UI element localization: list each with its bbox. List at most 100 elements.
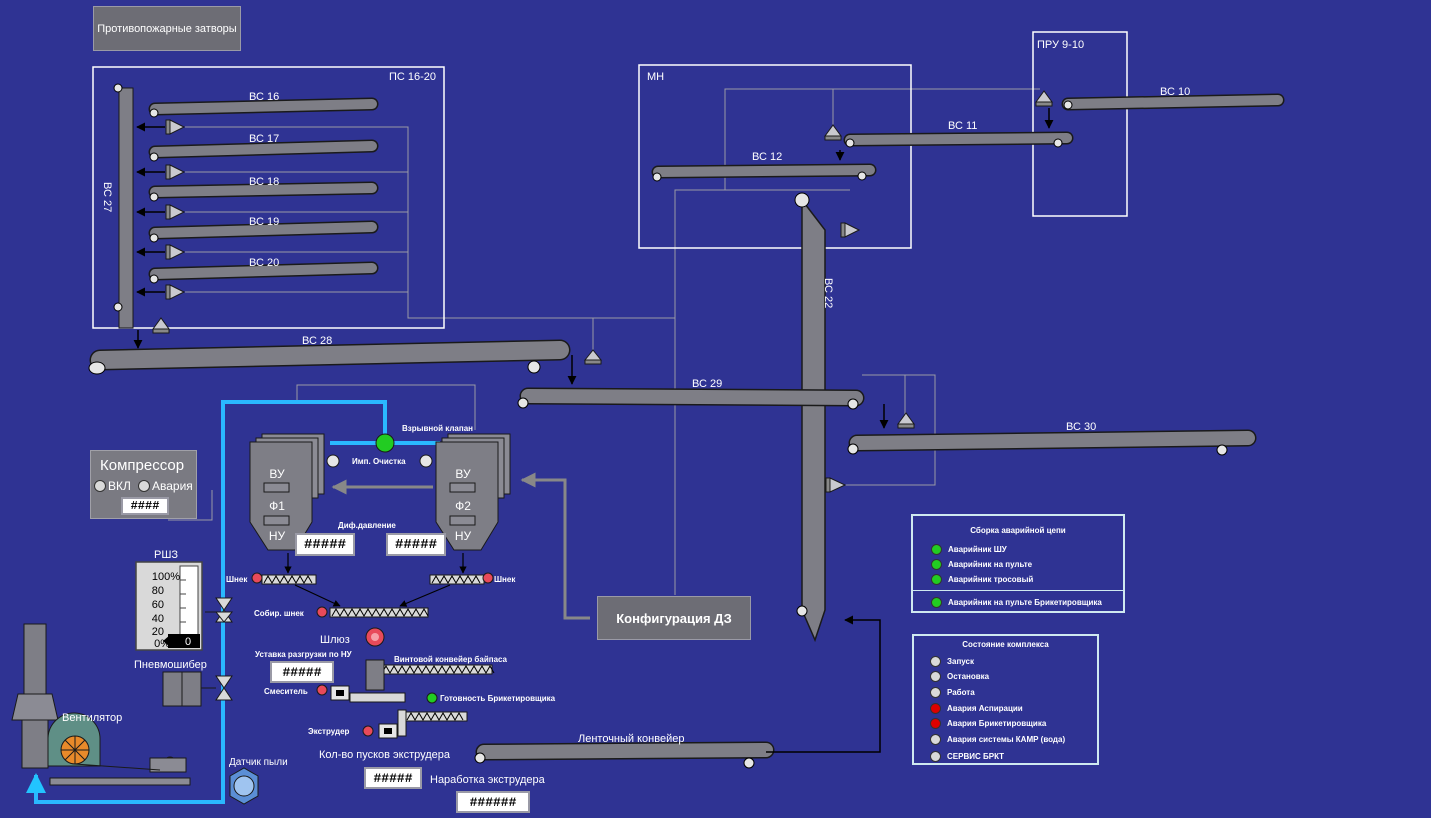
rsh-scale-100: 100%: [152, 571, 180, 583]
filter-f2-label: Ф2: [455, 499, 471, 513]
group-box-pru: [1032, 31, 1128, 217]
label-vs27: ВС 27: [101, 182, 113, 212]
state-panel: Состояние комплекса Запуск Остановка Раб…: [912, 634, 1099, 765]
explosion-valve-indicator: [375, 433, 395, 453]
starts-value: #####: [364, 767, 422, 789]
signal-lines: [168, 88, 1040, 595]
state-item: Остановка: [930, 671, 989, 682]
explosion-valve-label: Взрывной клапан: [402, 424, 473, 433]
state-item-label: Авария системы КАМР (вода): [947, 735, 1066, 744]
compressor-on-row: ВКЛ: [94, 479, 131, 493]
alarm-item-label: Аварийник на пульте: [948, 560, 1033, 569]
state-item: Авария системы КАМР (вода): [930, 734, 1065, 745]
state-item-label: Запуск: [947, 657, 974, 666]
filter-f1[interactable]: [249, 433, 325, 551]
fan-icon[interactable]: [11, 623, 191, 786]
pneumo-label: Пневмошибер: [134, 659, 207, 671]
conveyor-vs19[interactable]: [148, 220, 379, 243]
conveyor-vs28[interactable]: [88, 339, 571, 375]
config-dz-button[interactable]: Конфигурация ДЗ: [597, 596, 751, 640]
state-item: Авария Брикетировщика: [930, 718, 1046, 729]
valves[interactable]: [214, 597, 234, 701]
label-vs11: ВС 11: [948, 120, 977, 132]
pulse-clean-indicator-2: [419, 454, 433, 468]
state-item: Авария Аспирации: [930, 703, 1023, 714]
unload-setpoint-value[interactable]: #####: [270, 661, 334, 683]
compressor-title: Компрессор: [100, 457, 185, 474]
group-box-mn: [638, 64, 912, 249]
label-vs10: ВС 10: [1160, 86, 1190, 98]
fan-label: Вентилятор: [62, 712, 122, 724]
conveyor-vs16[interactable]: [148, 97, 379, 118]
alarm-indicator: [931, 544, 942, 555]
label-vs12: ВС 12: [752, 151, 782, 163]
conveyor-vs29[interactable]: [517, 387, 865, 410]
label-vs29: ВС 29: [692, 378, 722, 390]
conveyor-vs17[interactable]: [148, 139, 379, 162]
state-title: Состояние комплекса: [962, 640, 1049, 649]
label-vs22: ВС 22: [822, 278, 834, 308]
state-indicator: [930, 734, 941, 745]
conveyor-vs10[interactable]: [1061, 93, 1285, 111]
label-vs19: ВС 19: [249, 216, 279, 228]
state-indicator: [930, 656, 941, 667]
unload-setpoint-label: Уставка разгрузки по НУ: [255, 650, 353, 659]
rsh-title: РШЗ: [154, 549, 178, 561]
lock-icon[interactable]: [330, 627, 407, 739]
fire-gates-button[interactable]: Противопожарные затворы: [93, 6, 241, 51]
ready-indicator: [426, 692, 438, 704]
alarm-item-label: Аварийник ШУ: [948, 545, 1007, 554]
conveyor-vs11[interactable]: [843, 131, 1074, 148]
dust-sensor-icon[interactable]: [229, 767, 259, 805]
filter-f2-vu: ВУ: [455, 467, 471, 481]
state-item-label: Работа: [947, 688, 975, 697]
alarm-chain-panel: Сборка аварийной цепи Аварийник ШУ Авари…: [911, 514, 1125, 613]
rsh-scale-80: 80: [152, 585, 164, 597]
alarm-divider: [913, 590, 1123, 591]
compressor-on-indicator: [94, 480, 106, 492]
compressor-alarm-indicator: [138, 480, 150, 492]
screws: [261, 574, 495, 722]
state-item-label: Авария Брикетировщика: [947, 719, 1047, 728]
runtime-value: ######: [456, 791, 530, 813]
diff-pressure-f2: #####: [386, 533, 446, 556]
ready-label: Готовность Брикетировщика: [440, 694, 556, 703]
starts-label: Кол-во пусков экструдера: [319, 749, 451, 761]
label-vs18: ВС 18: [249, 176, 279, 188]
conveyor-vs22[interactable]: [794, 192, 826, 643]
state-indicator: [930, 703, 941, 714]
label-vs28: ВС 28: [302, 335, 332, 347]
compressor-alarm-row: Авария: [138, 479, 193, 493]
filter-f2[interactable]: [435, 433, 511, 551]
rsh-scale-0: 0%: [154, 638, 170, 650]
conveyor-vs27[interactable]: [113, 83, 134, 329]
alarm-item: Аварийник тросовый: [931, 574, 1033, 585]
conveyor-vs30[interactable]: [847, 429, 1257, 456]
conveyor-belt[interactable]: [474, 741, 775, 769]
extruder-label: Экструдер: [308, 727, 350, 736]
compressor-alarm-label: Авария: [152, 479, 193, 493]
filter-f2-nu: НУ: [455, 529, 472, 543]
group-label-pru: ПРУ 9-10: [1037, 39, 1084, 51]
alarm-indicator: [931, 559, 942, 570]
alarm-item: Аварийник на пульте Брикетировщика: [931, 597, 1102, 608]
conveyor-vs12[interactable]: [651, 163, 877, 182]
conveyor-vs20[interactable]: [148, 261, 379, 284]
label-vs30: ВС 30: [1066, 421, 1096, 433]
alarm-chain-title: Сборка аварийной цепи: [970, 526, 1066, 535]
flow-arrows: [133, 108, 1054, 429]
alarm-item: Аварийник на пульте: [931, 559, 1032, 570]
group-label-mn: МН: [647, 71, 664, 83]
group-box-ps: [92, 66, 445, 329]
conveyor-vs18[interactable]: [148, 181, 379, 202]
shnek-label-1: Шнек: [226, 575, 248, 584]
diff-pressure-f1: #####: [295, 533, 355, 556]
filter-f1-vu: ВУ: [269, 467, 285, 481]
alarm-item: Аварийник ШУ: [931, 544, 1007, 555]
shnek-label-2: Шнек: [494, 575, 516, 584]
label-vs16: ВС 16: [249, 91, 279, 103]
state-indicator: [930, 718, 941, 729]
alarm-item-label: Аварийник тросовый: [948, 575, 1034, 584]
pulse-clean-label: Имп. Очистка: [352, 457, 406, 466]
